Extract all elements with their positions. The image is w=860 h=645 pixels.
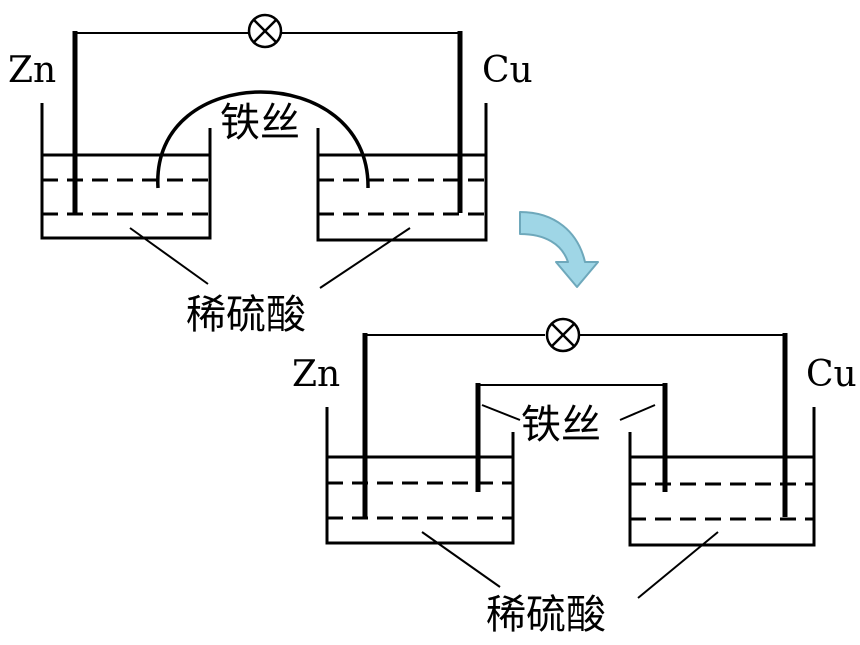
bottom-wire-leader-left [481,404,521,421]
top-zn-label: Zn [8,50,56,91]
top-leader-left [129,227,209,285]
top-wire-label: 铁丝 [220,100,300,146]
top-setup [40,13,488,289]
bottom-wire-label: 铁丝 [521,402,601,448]
top-leader-right [319,227,411,289]
top-left-beaker [40,103,212,240]
top-cu-label: Cu [482,50,533,91]
bottom-leader-right [637,531,719,599]
top-solution-label: 稀硫酸 [186,292,306,338]
bottom-leader-left [421,531,501,588]
top-meter-icon [247,13,283,49]
bottom-zn-label: Zn [292,354,340,395]
bottom-solution-label: 稀硫酸 [486,592,606,638]
bottom-meter-icon [545,317,581,353]
bottom-left-beaker [325,407,515,545]
curved-arrow-icon [519,211,599,288]
bottom-wire-leader-right [619,404,656,421]
bottom-right-beaker [628,407,816,547]
bottom-setup [325,317,816,599]
top-iron-wire [156,90,370,189]
bottom-cu-label: Cu [806,354,857,395]
top-right-beaker [316,103,488,242]
